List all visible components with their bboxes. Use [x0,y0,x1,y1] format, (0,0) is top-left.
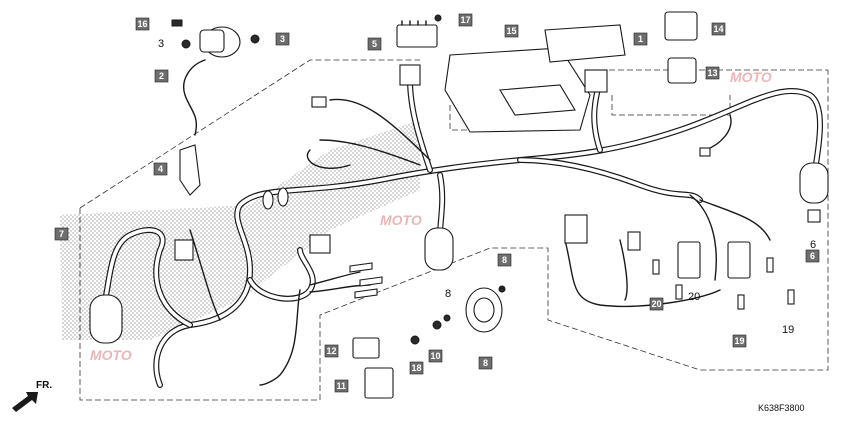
svg-text:4: 4 [158,164,163,174]
svg-text:6: 6 [810,239,816,251]
callout-1[interactable]: 1 [633,32,648,46]
svg-text:17: 17 [461,15,471,25]
svg-text:20: 20 [652,299,662,309]
callout-2[interactable]: 2 [154,69,169,83]
callout-7[interactable]: 7 [54,227,69,241]
parts [89,11,829,399]
callout-5[interactable]: 5 [367,37,382,51]
svg-text:8: 8 [502,255,507,265]
svg-text:2: 2 [159,71,164,81]
watermarks: MOTO MOTO MOTO [90,69,772,363]
svg-text:7: 7 [59,229,64,239]
svg-text:5: 5 [372,39,377,49]
callout-13[interactable]: 13 [705,66,720,80]
svg-text:10: 10 [431,351,441,361]
callout-3[interactable]: 3 [275,32,290,46]
callout-6[interactable]: 6 [805,249,820,263]
callout-19[interactable]: 19 [732,334,747,348]
svg-text:8: 8 [445,288,451,300]
svg-text:19: 19 [735,336,745,346]
svg-text:14: 14 [714,24,724,34]
callout-16[interactable]: 16 [135,17,150,31]
svg-text:8: 8 [483,358,488,368]
watermark-text: MOTO [90,347,132,363]
svg-text:11: 11 [337,381,347,391]
svg-text:15: 15 [507,26,517,36]
label-19: 19 [782,324,794,336]
svg-text:13: 13 [708,68,718,78]
svg-text:18: 18 [412,363,422,373]
callout-20[interactable]: 20 [649,297,664,311]
svg-text:6: 6 [810,251,815,261]
svg-text:3: 3 [158,38,164,50]
label-6: 6 [810,239,816,251]
callout-4[interactable]: 4 [153,162,168,176]
callout-8-top[interactable]: 8 [497,253,512,267]
watermark-text: MOTO [730,69,772,85]
callout-8-bottom[interactable]: 8 [478,356,493,370]
svg-text:20: 20 [688,291,700,303]
svg-text:16: 16 [138,19,148,29]
front-direction-label: FR. [36,380,52,391]
diagram-code: K638F3800 [758,403,805,413]
callout-18[interactable]: 18 [409,361,424,375]
watermark-text: MOTO [380,212,422,228]
svg-text:19: 19 [782,324,794,336]
svg-text:12: 12 [327,346,337,356]
label-20: 20 [688,291,700,303]
callout-12[interactable]: 12 [324,344,339,358]
callout-15[interactable]: 15 [504,24,519,38]
callouts: 16 3 3 2 4 7 5 17 15 1 14 13 6 6 8 8 8 1… [54,13,820,393]
front-direction-arrow: FR. [12,380,52,412]
svg-text:3: 3 [280,34,285,44]
svg-text:1: 1 [638,34,643,44]
callout-10[interactable]: 10 [428,349,443,363]
main-harness [102,77,823,388]
label-8: 8 [445,288,451,300]
label-3: 3 [158,38,164,50]
callout-11[interactable]: 11 [334,379,349,393]
callout-14[interactable]: 14 [711,22,726,36]
callout-17[interactable]: 17 [458,13,473,27]
